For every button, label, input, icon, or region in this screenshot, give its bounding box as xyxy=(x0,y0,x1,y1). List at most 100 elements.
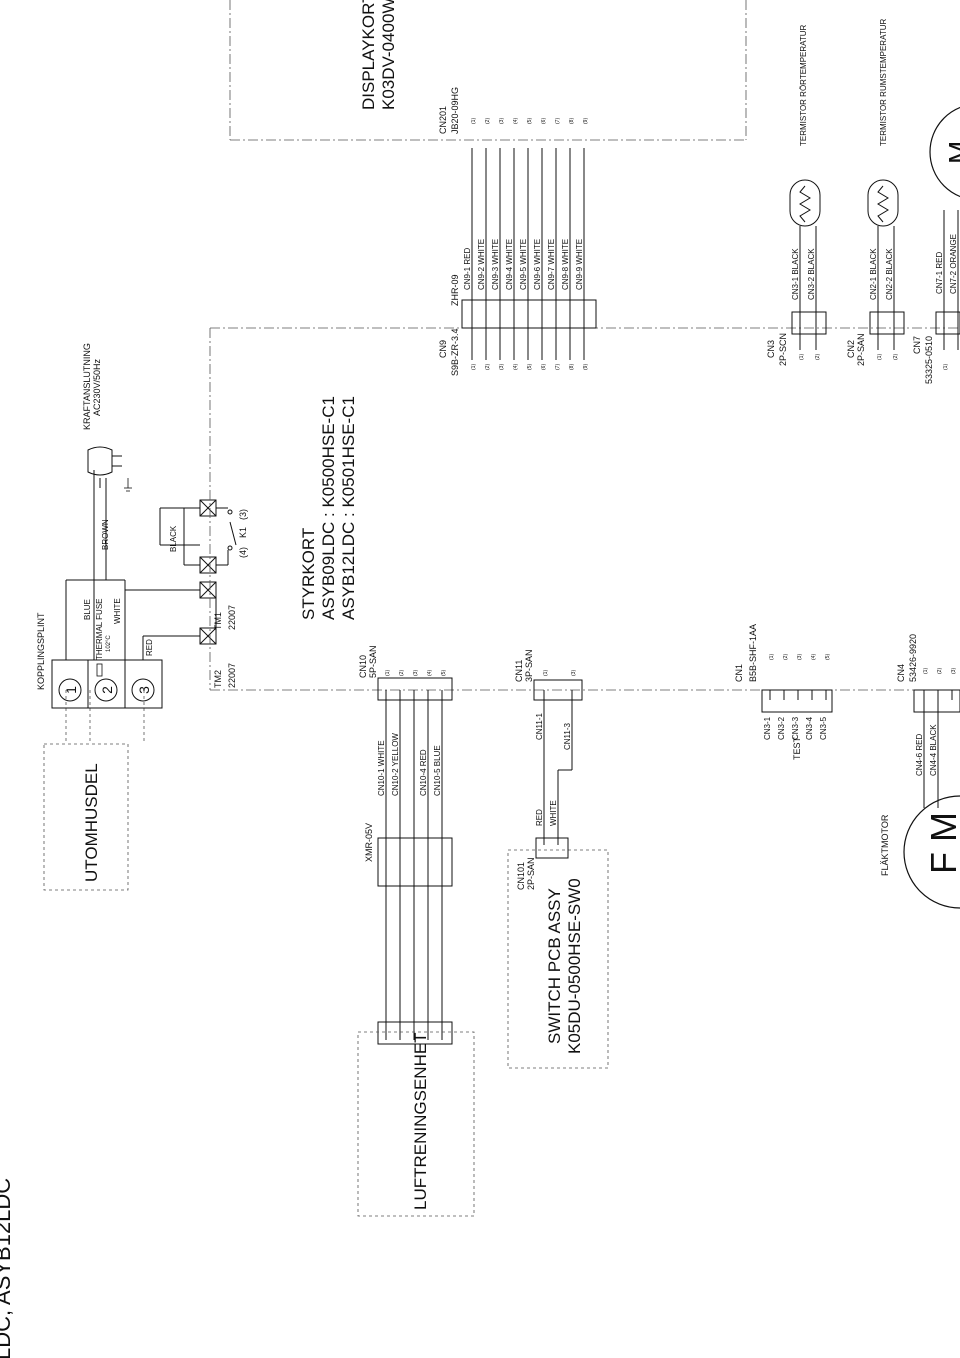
relay-tm1-label: TM1 xyxy=(213,612,223,630)
fan-motor-letters: F M xyxy=(923,812,960,874)
cn11-pin-1: (1) xyxy=(543,670,549,676)
cn11-wire-1: CN11-1 xyxy=(535,712,544,740)
room-thermistor-label: TERMISTOR RUMSTEMPERATUR xyxy=(879,19,888,146)
louver-motor-letter: M xyxy=(943,141,960,164)
cn9-wire-6: CN9-6 WHITE xyxy=(533,239,542,290)
utomhusdel-label: UTOMHUSDEL xyxy=(82,763,101,882)
power-wires xyxy=(65,470,200,660)
cn2-type: 2P-SAN xyxy=(856,333,866,366)
room-thermistor-symbol xyxy=(867,179,899,227)
wire-label-brown: BROWN xyxy=(101,519,110,550)
cn201-type: JB20-09HG xyxy=(450,87,460,134)
styrkort-model-1: ASYB09LDC : K0500HSE-C1 xyxy=(319,396,338,620)
cn9-header xyxy=(461,299,597,329)
cn7-wires xyxy=(943,210,959,350)
cn9-wire-1: CN9-1 RED xyxy=(463,248,472,290)
cn3-name: CN3 xyxy=(766,340,776,358)
cn2-wire-1: CN2-1 BLACK xyxy=(869,248,878,300)
cn101-wire-red: RED xyxy=(535,809,544,826)
cn10-wire-4: CN10-4 RED xyxy=(419,749,428,796)
cn101-name: CN101 xyxy=(516,862,526,890)
cn4-wire-red: CN4-6 RED xyxy=(915,734,924,776)
cn1-wire-3: CN3-3 xyxy=(791,716,800,740)
relay-k1-pin-b: (3) xyxy=(238,509,248,520)
displaykort-label-1: DISPLAYKORT xyxy=(359,0,378,110)
cn10-wire-1: CN10-1 WHITE xyxy=(377,740,386,796)
cn11-type: 3P-SAN xyxy=(524,649,534,682)
cn11-header xyxy=(533,679,583,701)
cn9-pin-5: (5) xyxy=(527,364,533,370)
cn10-pin-5: (5) xyxy=(441,670,447,676)
cn3-pin-2: (2) xyxy=(815,354,821,360)
displaykort-label-2: K03DV-0400W xyxy=(379,0,398,110)
cn3-wire-1: CN3-1 BLACK xyxy=(791,248,800,300)
cn2-name: CN2 xyxy=(846,340,856,358)
cn10-pin-4: (4) xyxy=(427,670,433,676)
louver-motor-symbol xyxy=(929,106,960,198)
terminal-number-3: 3 xyxy=(136,686,152,694)
cn11-wires xyxy=(543,690,573,845)
cn9-pin-7: (7) xyxy=(555,364,561,370)
wire-label-blue: BLUE xyxy=(83,599,92,620)
cn2-wire-2: CN2-2 BLACK xyxy=(885,248,894,300)
power-label: KRAFTANSLUTNING xyxy=(82,343,92,430)
cn7-name: CN7 xyxy=(912,336,922,354)
cn4-wires xyxy=(923,690,953,808)
cn10-type: 5P-SAN xyxy=(368,645,378,678)
cn1-wire-4: CN3-4 xyxy=(805,716,814,740)
cn10-wire-5: CN10-5 BLUE xyxy=(433,745,442,796)
displaykort-board-outline xyxy=(229,0,747,141)
cn10-pin-3: (3) xyxy=(413,670,419,676)
cn201-pin-2: (2) xyxy=(485,118,491,124)
cn1-wires xyxy=(769,690,827,700)
relay-k1-label: K1 xyxy=(238,527,248,538)
terminal-number-1: 1 xyxy=(63,686,79,694)
cn7-wire-2: CN7-2 ORANGE xyxy=(949,234,958,294)
cn4-type: 53426-9920 xyxy=(908,634,918,682)
relay-contacts xyxy=(199,499,237,645)
cn9-plug: ZHR-09 xyxy=(450,274,460,306)
switch-pcb-label-2: K05DU-0500HSE-SW0 xyxy=(565,878,584,1054)
cn9-wire-3: CN9-3 WHITE xyxy=(491,239,500,290)
cn9-pin-4: (4) xyxy=(513,364,519,370)
cn9-wire-9: CN9-9 WHITE xyxy=(575,239,584,290)
terminal-number-2: 2 xyxy=(99,686,115,694)
cn9-pin-3: (3) xyxy=(499,364,505,370)
cn9-pin-8: (8) xyxy=(569,364,575,370)
cn4-name: CN4 xyxy=(896,664,906,682)
cn11-wire-3: CN11-3 xyxy=(563,722,572,750)
cn201-pin-8: (8) xyxy=(569,118,575,124)
cn101-type: 2P-SAN xyxy=(526,857,536,890)
cn201-pin-1: (1) xyxy=(471,118,477,124)
cn1-pin-5: (5) xyxy=(825,654,831,660)
cn201-name: CN201 xyxy=(438,106,448,134)
terminal-block xyxy=(51,659,163,709)
cn9-pin-9: (9) xyxy=(583,364,589,370)
pipe-thermistor-label: TERMISTOR RÖRTEMPERATUR xyxy=(799,24,808,146)
cn1-type: B5B-SHF-1AA xyxy=(748,624,758,682)
cn10-header xyxy=(377,677,453,701)
fan-motor-symbol xyxy=(903,795,960,909)
cn1-wire-2: CN3-2 xyxy=(777,716,786,740)
wire-label-red: RED xyxy=(145,639,154,656)
cn1-pin-3: (3) xyxy=(797,654,803,660)
cn10-far-connector xyxy=(377,1021,453,1045)
cn1-header xyxy=(761,689,833,713)
relay-tm2-label: TM2 xyxy=(213,670,223,688)
cn1-pin-2: (2) xyxy=(783,654,789,660)
cn9-wire-4: CN9-4 WHITE xyxy=(505,239,514,290)
cn9-wire-8: CN9-8 WHITE xyxy=(561,239,570,290)
relay-tm2-code: 22007 xyxy=(227,663,237,688)
cn2-pin-2: (2) xyxy=(893,354,899,360)
cn2-pin-1: (1) xyxy=(877,354,883,360)
cn7-wire-1: CN7-1 RED xyxy=(935,252,944,294)
power-rating: AC230V/50Hz xyxy=(92,358,102,416)
cn9-name: CN9 xyxy=(438,340,448,358)
cn4-pin-1: (1) xyxy=(923,668,929,674)
cn10-wires xyxy=(385,690,443,1040)
cn9-wire-5: CN9-5 WHITE xyxy=(519,239,528,290)
cn101-wire-white: WHITE xyxy=(549,800,558,826)
cn7-header xyxy=(935,311,960,335)
cn1-pin-1: (1) xyxy=(769,654,775,660)
